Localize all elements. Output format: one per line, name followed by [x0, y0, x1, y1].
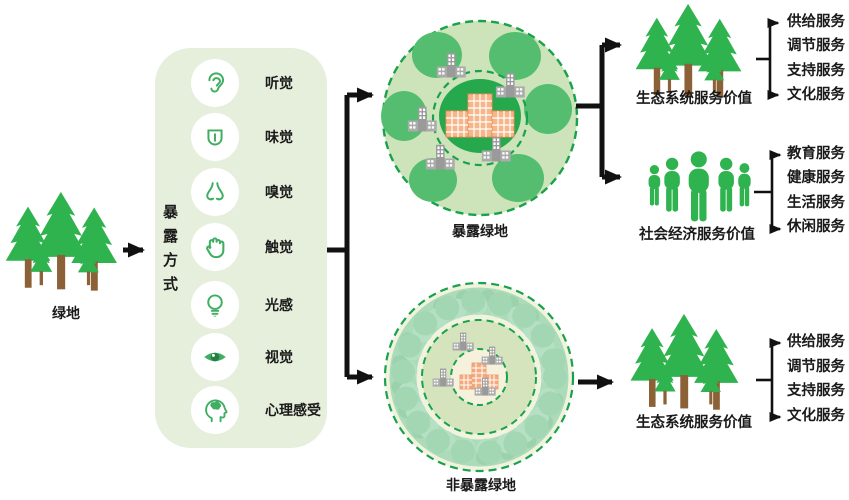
bulb-icon — [191, 281, 239, 329]
method-row-hearing: 听觉 — [191, 59, 293, 107]
exposure-methods-vertical-label: 暴露方式 — [161, 204, 177, 300]
service-item: 支持服务 — [787, 383, 845, 400]
socioeconomic-services: 教育服务 健康服务 生活服务 休闲服务 — [787, 147, 845, 235]
ecosystem-trees-top-icon — [628, 2, 756, 100]
method-row-smell: 嗅觉 — [191, 168, 293, 216]
service-item: 休闲服务 — [787, 218, 845, 235]
service-item: 教育服务 — [787, 146, 845, 162]
socioeconomic-value-label: 社会经济服务价值 — [639, 227, 755, 243]
service-item: 调节服务 — [787, 358, 845, 375]
unexposed-green-space-icon — [383, 281, 575, 473]
service-item: 文化服务 — [787, 86, 845, 103]
exposed-green-space-label: 暴露绿地 — [452, 225, 508, 240]
green-space-label: 绿地 — [52, 307, 80, 322]
city-building-icon — [445, 93, 515, 138]
method-label: 嗅觉 — [265, 186, 293, 201]
method-label: 味觉 — [265, 131, 293, 146]
green-space-trees-icon — [4, 190, 126, 293]
method-row-taste: 味觉 — [191, 113, 293, 161]
service-item: 健康服务 — [787, 170, 845, 187]
eye-icon — [191, 333, 239, 381]
ecosystem-top-services: 供给服务 调节服务 支持服务 文化服务 — [787, 15, 845, 103]
tongue-icon — [191, 113, 239, 161]
method-row-vision: 视觉 — [191, 333, 293, 381]
method-row-touch: 触觉 — [191, 223, 293, 271]
unexposed-green-space-label: 非暴露绿地 — [446, 479, 516, 494]
service-item: 供给服务 — [787, 334, 845, 350]
service-item: 生活服务 — [787, 194, 845, 211]
people-group-icon — [646, 149, 756, 225]
ecosystem-value-bottom-label: 生态系统服务价值 — [636, 415, 752, 431]
method-row-psychological: 心理感受 — [191, 386, 321, 434]
service-item: 调节服务 — [787, 38, 845, 55]
service-item: 文化服务 — [787, 407, 845, 424]
ecosystem-bottom-services: 供给服务 调节服务 支持服务 文化服务 — [787, 335, 845, 424]
method-row-light: 光感 — [191, 281, 293, 329]
method-label: 听觉 — [265, 77, 293, 92]
exposure-methods-panel — [155, 48, 327, 448]
nose-icon — [191, 168, 239, 216]
exposed-green-space-icon — [381, 19, 579, 217]
hand-icon — [191, 223, 239, 271]
ecosystem-trees-bottom-icon — [622, 312, 754, 412]
brain-icon — [191, 386, 239, 434]
method-label: 触觉 — [265, 241, 293, 256]
method-label: 视觉 — [265, 351, 293, 366]
method-label: 光感 — [265, 299, 293, 314]
ear-icon — [191, 59, 239, 107]
ecosystem-value-top-label: 生态系统服务价值 — [636, 91, 752, 107]
service-item: 供给服务 — [787, 14, 845, 30]
method-label: 心理感受 — [265, 404, 321, 419]
service-item: 支持服务 — [787, 62, 845, 79]
